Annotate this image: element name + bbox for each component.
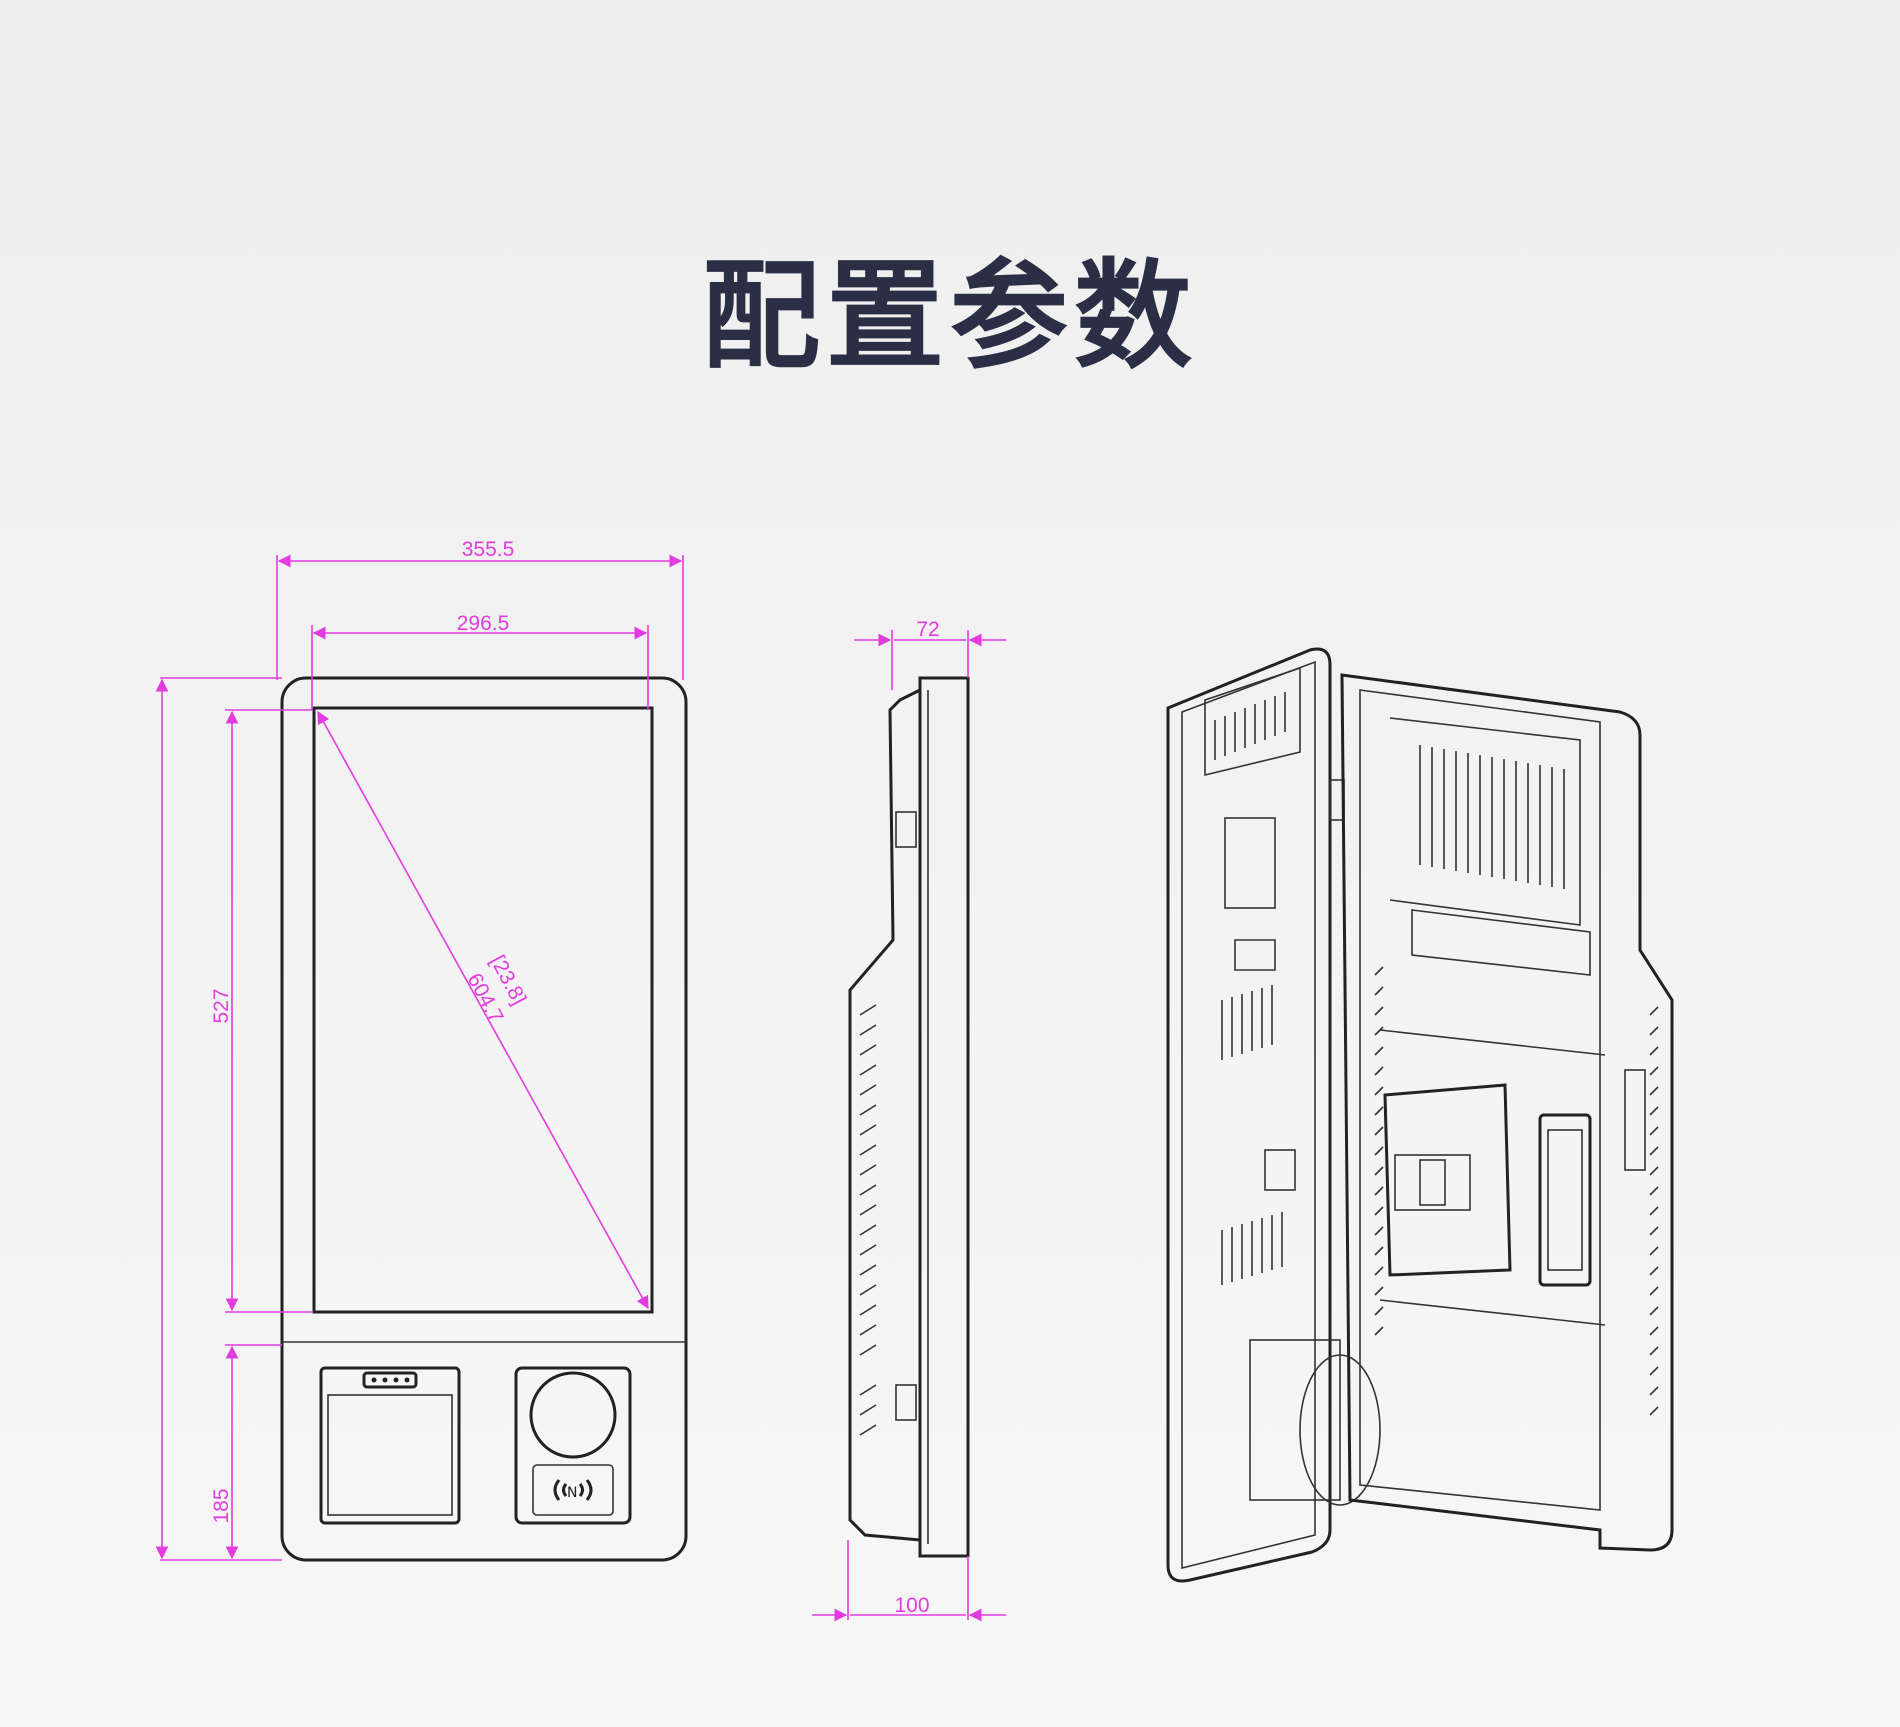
power-supply-box [1383, 1083, 1512, 1277]
interior-view [1166, 647, 1674, 1583]
nfc-module: N [514, 1366, 632, 1525]
scanner-module [319, 1366, 461, 1525]
cabinet-side-vents [1374, 966, 1659, 1416]
nfc-icon: N [553, 1479, 593, 1501]
diagonal-dimension-line [317, 710, 649, 1310]
camera-icon [529, 1371, 617, 1459]
side-vent [859, 1004, 877, 1436]
door-vents [1214, 692, 1286, 1285]
svg-text:N: N [567, 1485, 577, 1501]
printer-unit [1249, 1339, 1381, 1506]
top-vent-panel [1389, 717, 1581, 926]
dim-screen-height: 527 [210, 988, 233, 1023]
dim-overall-width: 355.5 [462, 538, 515, 561]
screen-area [312, 706, 654, 1314]
dim-depth-top: 72 [916, 618, 939, 641]
module-slot [1538, 1113, 1592, 1287]
page-title: 配置参数 [701, 247, 1198, 385]
front-view: N 355.5 296.5 527 185 [23.8] 604.7 [155, 538, 688, 1562]
dim-screen-width: 296.5 [457, 612, 510, 635]
side-view: 72 100 [812, 618, 1006, 1622]
dim-depth-bottom: 100 [894, 1594, 929, 1617]
dim-bottom-height: 185 [210, 1488, 233, 1523]
